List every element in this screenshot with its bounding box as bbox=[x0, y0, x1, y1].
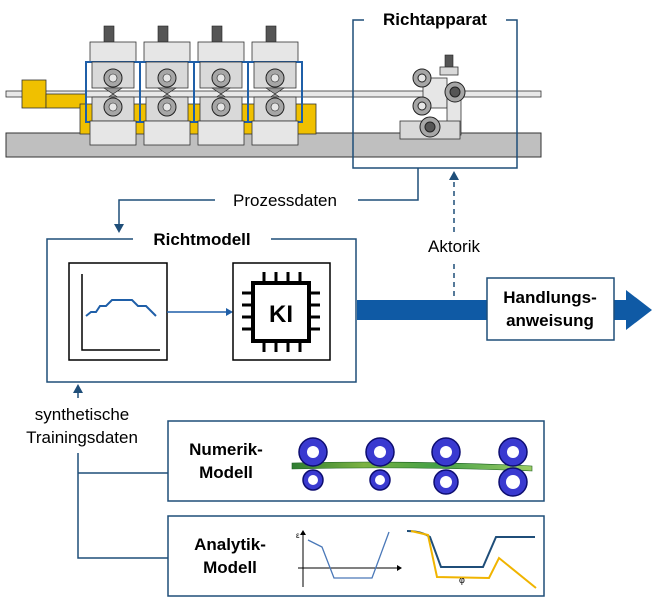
richtmodell-label: Richtmodell bbox=[153, 230, 250, 249]
curve-line bbox=[85, 299, 157, 317]
analytik-frame bbox=[167, 515, 545, 597]
prozessdaten-label: Prozessdaten bbox=[233, 191, 337, 210]
phi-label: φ bbox=[459, 575, 465, 585]
roll-stand-4 bbox=[247, 25, 303, 146]
roll-stand-2 bbox=[139, 25, 195, 146]
curve-panel bbox=[68, 262, 168, 361]
synth-line2: Trainingsdaten bbox=[26, 428, 138, 447]
handlung-line1: Handlungs- bbox=[503, 288, 597, 307]
ki-label: KI bbox=[269, 301, 293, 328]
straightening-machine bbox=[5, 25, 542, 158]
numerik-line2: Modell bbox=[199, 463, 253, 482]
chip-icon bbox=[242, 272, 320, 352]
prozessdaten-connector bbox=[118, 168, 419, 226]
analytik-line1: Analytik- bbox=[194, 535, 266, 554]
handlung-line2: anweisung bbox=[506, 311, 594, 330]
trainingsdaten-connector bbox=[77, 453, 168, 559]
prozessdaten-arrowhead bbox=[114, 224, 124, 233]
aktorik-arrowhead bbox=[449, 171, 459, 180]
numerik-frame bbox=[167, 420, 545, 502]
synth-line1: synthetische bbox=[35, 405, 130, 424]
straightener-unit bbox=[399, 54, 466, 140]
analytik-plot-1: ε bbox=[296, 530, 402, 587]
roll-stand-1 bbox=[85, 25, 141, 146]
analytik-plot-2: φ bbox=[406, 530, 537, 589]
ki-panel: KI bbox=[232, 262, 331, 361]
aktorik-label: Aktorik bbox=[428, 237, 480, 256]
richtapparat-label: Richtapparat bbox=[383, 10, 487, 29]
trainingsdaten-arrowhead bbox=[73, 384, 83, 393]
output-arrow-shaft bbox=[357, 300, 487, 320]
handlungsanweisung-box bbox=[486, 277, 615, 341]
output-arrowhead bbox=[626, 290, 652, 330]
numerik-line1: Numerik- bbox=[189, 440, 263, 459]
roll-stand-3 bbox=[193, 25, 249, 146]
epsilon-label: ε bbox=[296, 531, 300, 540]
analytik-line2: Modell bbox=[203, 558, 257, 577]
numerik-simulation bbox=[291, 437, 533, 497]
